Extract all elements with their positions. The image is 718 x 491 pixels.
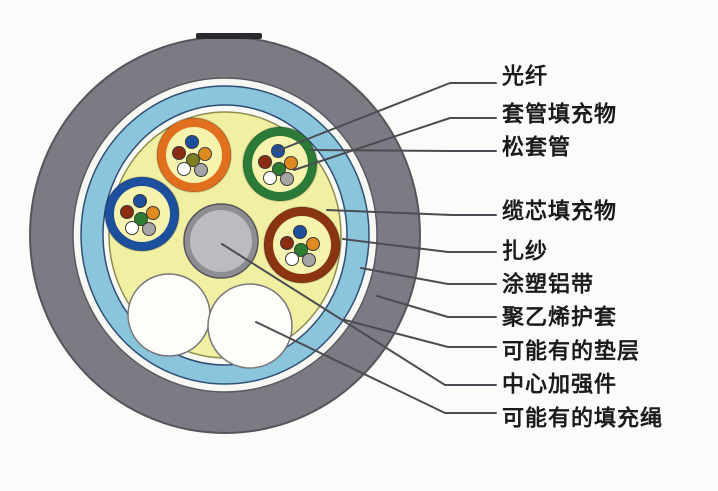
central-strength-member-core (190, 210, 252, 272)
label-optical-fiber: 光纤 (501, 64, 548, 89)
loose-tube-blue-fiber-dot (146, 206, 160, 220)
loose-tube-brown-fiber-dot (294, 243, 308, 257)
loose-tube-blue-fiber-dot (133, 194, 147, 208)
label-coated-aluminum-tape: 涂塑铝带 (502, 272, 594, 297)
leader-line-coated-aluminum-tape (360, 267, 497, 285)
loose-tube-brown-fiber-dot (280, 236, 294, 250)
leader-line-pe-sheath (376, 295, 497, 318)
loose-tube-orange-fiber-dot (177, 162, 191, 176)
loose-tube-green-fiber-dot (284, 156, 298, 170)
leader-line-filler-rope (255, 321, 497, 414)
loose-tube-blue-fiber-dot (125, 221, 139, 235)
leader-line-optical-fiber (276, 82, 497, 152)
leader-line-tube-filler (293, 117, 497, 171)
label-core-filler: 缆芯填充物 (502, 199, 617, 224)
leader-line-loose-tube (309, 149, 497, 152)
leader-line-core-filler (326, 209, 497, 216)
loose-tube-brown-fiber-dot (293, 225, 307, 239)
leader-line-cushion-layer (344, 319, 497, 348)
leader-line-binding-yarn (342, 238, 497, 253)
label-tube-filler: 套管填充物 (502, 102, 617, 127)
loose-tube-green-fiber-dot (258, 155, 272, 169)
loose-tube-brown-fiber-dot (302, 253, 316, 267)
leader-line-central-strength-member (221, 243, 497, 386)
loose-tube-green-fiber-dot (263, 171, 277, 185)
label-pe-sheath: 聚乙烯护套 (501, 305, 617, 330)
loose-tube-brown-fiber-dot (306, 237, 320, 251)
loose-tube-blue-fiber-dot (134, 212, 148, 226)
loose-tube-brown-fiber-dot (285, 252, 299, 266)
loose-tube-orange-fiber-dot (186, 153, 200, 167)
loose-tube-orange-fiber-dot (198, 147, 212, 161)
scan-artifact (196, 33, 262, 39)
filler-rope-right (207, 283, 293, 369)
label-binding-yarn: 扎纱 (502, 239, 548, 264)
label-central-strength-member: 中心加强件 (502, 372, 617, 397)
loose-tube-blue-fiber-dot (120, 205, 134, 219)
label-filler-rope: 可能有的填充绳 (502, 406, 663, 431)
label-cushion-layer: 可能有的垫层 (502, 339, 640, 364)
loose-tube-blue-fiber-dot (142, 222, 156, 236)
loose-tube-green-fiber-dot (272, 162, 286, 176)
loose-tube-orange-fiber-dot (185, 135, 199, 149)
filler-rope-left (127, 273, 211, 357)
loose-tube-orange-fiber-dot (172, 146, 186, 160)
label-loose-tube: 松套管 (502, 135, 571, 160)
loose-tube-green-fiber-dot (280, 172, 294, 186)
loose-tube-orange-fiber-dot (194, 163, 208, 177)
